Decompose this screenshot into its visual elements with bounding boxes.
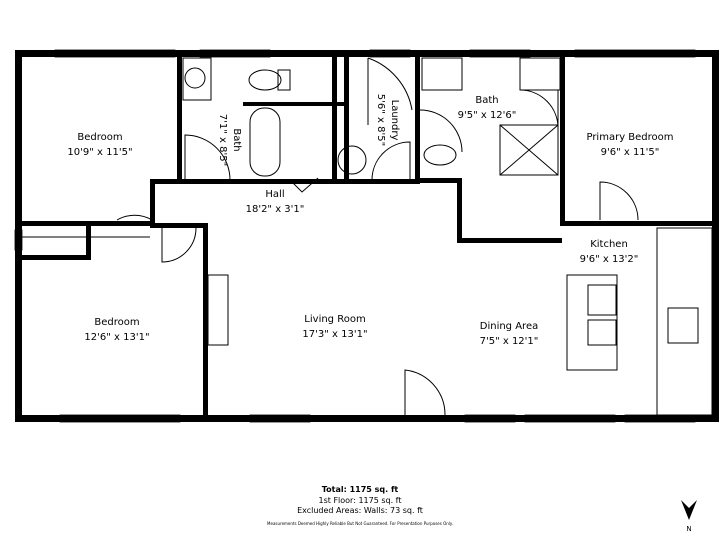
room-size-bath-2: 9'5" x 12'6" [458,110,517,121]
room-name-bath-2: Bath [475,95,498,106]
room-name-kitchen: Kitchen [590,239,628,250]
first-floor-area: 1st Floor: 1175 sq. ft [318,496,402,505]
compass-label: N [686,525,691,533]
room-name-primary-bedroom: Primary Bedroom [586,132,673,143]
room-name-dining-area: Dining Area [480,321,538,332]
room-size-hall: 18'2" x 3'1" [246,204,305,215]
room-size-living-room: 17'3" x 13'1" [302,329,367,340]
room-name-bedroom-1: Bedroom [77,132,122,143]
room-size-primary-bedroom: 9'6" x 11'5" [601,147,660,158]
room-name-bath-1: Bath [231,128,242,151]
room-size-bath-1: 7'1" x 8'5" [217,114,228,166]
north-arrow-icon: N [681,500,697,533]
windows [14,49,696,423]
room-name-hall: Hall [265,189,284,200]
room-name-bedroom-2: Bedroom [94,317,139,328]
excluded-area: Excluded Areas: Walls: 73 sq. ft [297,506,423,515]
room-name-laundry: Laundry [389,100,400,141]
room-size-dining-area: 7'5" x 12'1" [480,336,539,347]
disclaimer: Measurements Deemed Highly Reliable But … [267,521,453,526]
total-area: Total: 1175 sq. ft [321,485,399,494]
room-size-bedroom-2: 12'6" x 13'1" [84,332,149,343]
fixtures [22,57,713,416]
doors [116,57,639,416]
room-size-kitchen: 9'6" x 13'2" [580,254,639,265]
room-labels: Bedroom 10'9" x 11'5" Bath 7'1" x 8'5" L… [67,94,673,347]
room-size-bedroom-1: 10'9" x 11'5" [67,147,132,158]
room-size-laundry: 5'6" x 8'5" [375,94,386,146]
room-name-living-room: Living Room [304,314,365,325]
walls [15,50,719,422]
